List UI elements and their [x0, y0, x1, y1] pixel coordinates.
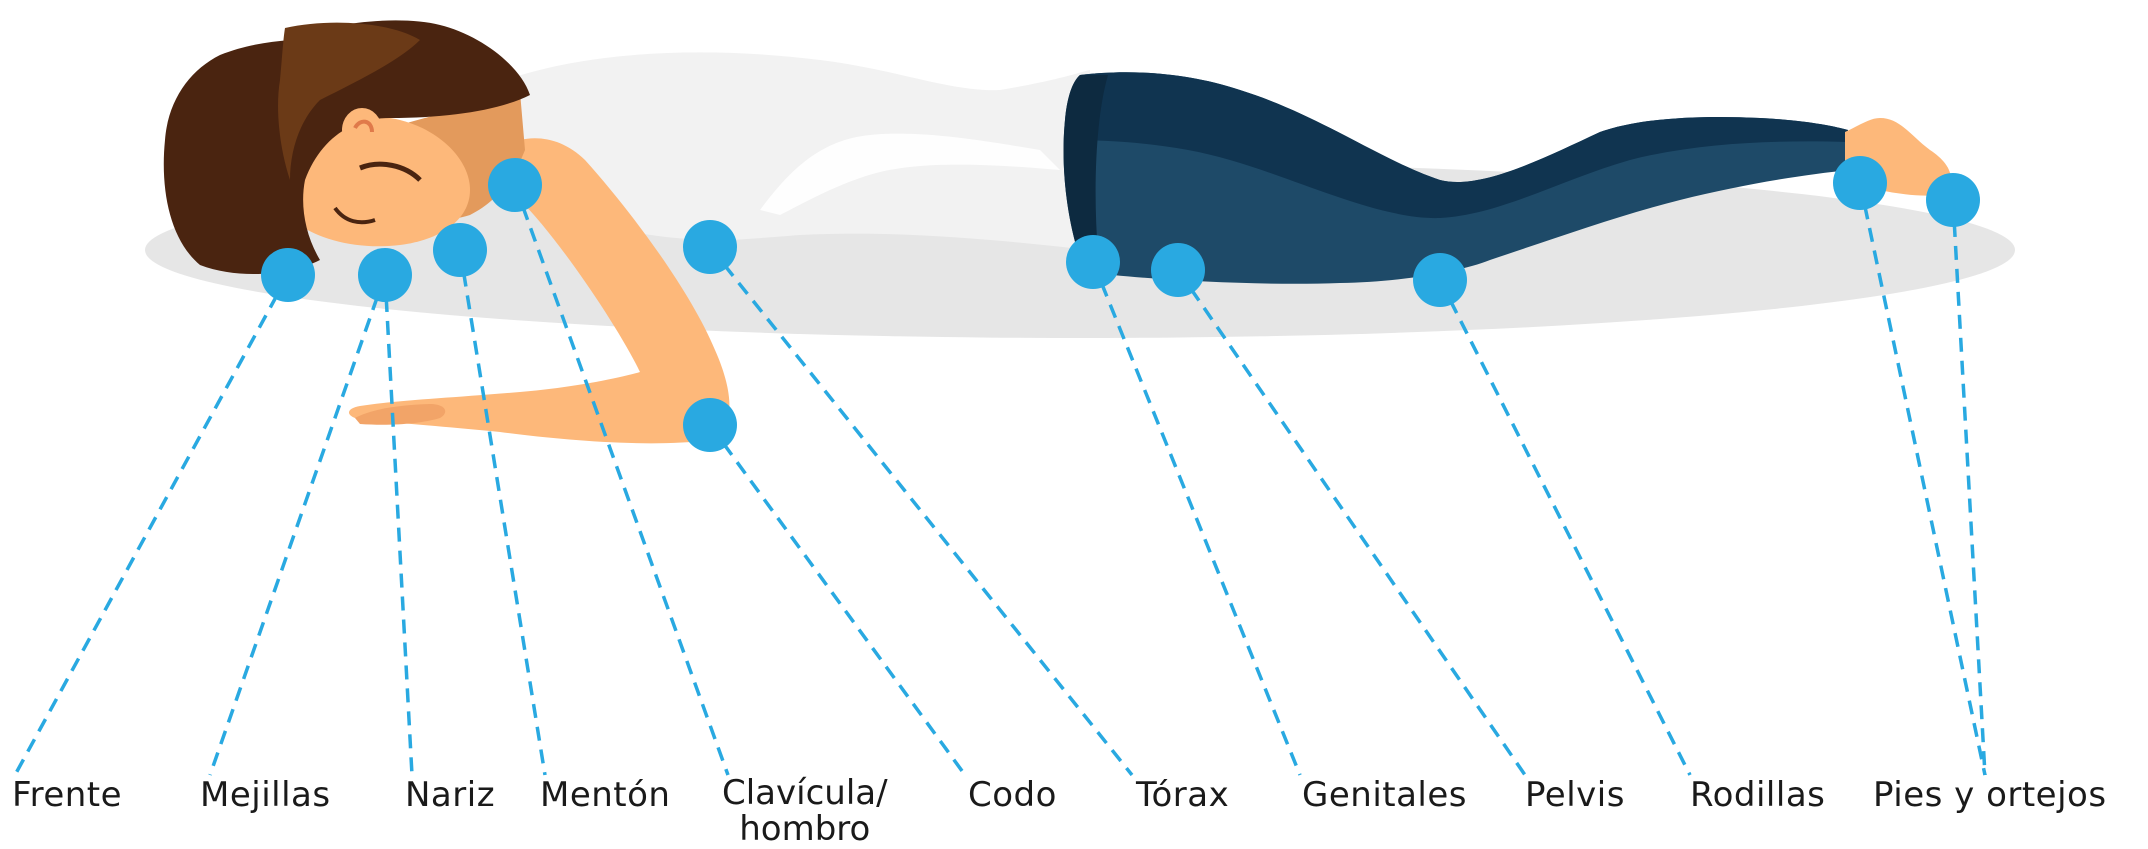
- marker-mejillas: [358, 248, 412, 302]
- marker-codo: [683, 398, 737, 452]
- label-torax: Tórax: [1136, 775, 1229, 815]
- leader-line-pies-2: [1953, 200, 1985, 775]
- marker-pelvis: [1413, 253, 1467, 307]
- leader-line-menton: [460, 250, 545, 775]
- label-pies-ortejos: Pies y ortejos: [1873, 775, 2107, 815]
- marker-menton: [488, 158, 542, 212]
- ear: [342, 108, 382, 152]
- leader-line-mejillas: [210, 275, 385, 775]
- marker-rodillas: [1833, 156, 1887, 210]
- label-genitales: Genitales: [1302, 775, 1467, 815]
- leader-line-codo: [710, 425, 965, 775]
- marker-pies: [1926, 173, 1980, 227]
- label-clavicula-line2: hombro: [722, 811, 888, 847]
- leader-line-genitales: [1093, 262, 1300, 775]
- label-clavicula-hombro: Clavícula/ hombro: [722, 775, 888, 847]
- label-rodillas: Rodillas: [1690, 775, 1825, 815]
- leader-line-frente: [15, 275, 288, 775]
- marker-frente: [261, 248, 315, 302]
- marker-genitales: [1151, 243, 1205, 297]
- label-clavicula-line1: Clavícula/: [722, 775, 888, 811]
- leader-line-nariz: [385, 275, 412, 775]
- marker-torax: [1066, 235, 1120, 289]
- label-menton: Mentón: [540, 775, 670, 815]
- marker-nariz: [433, 223, 487, 277]
- label-frente: Frente: [12, 775, 122, 815]
- leader-line-rodillas: [1440, 280, 1690, 775]
- label-mejillas: Mejillas: [200, 775, 331, 815]
- marker-clavicula: [683, 220, 737, 274]
- label-pelvis: Pelvis: [1525, 775, 1625, 815]
- label-codo: Codo: [968, 775, 1057, 815]
- label-nariz: Nariz: [405, 775, 495, 815]
